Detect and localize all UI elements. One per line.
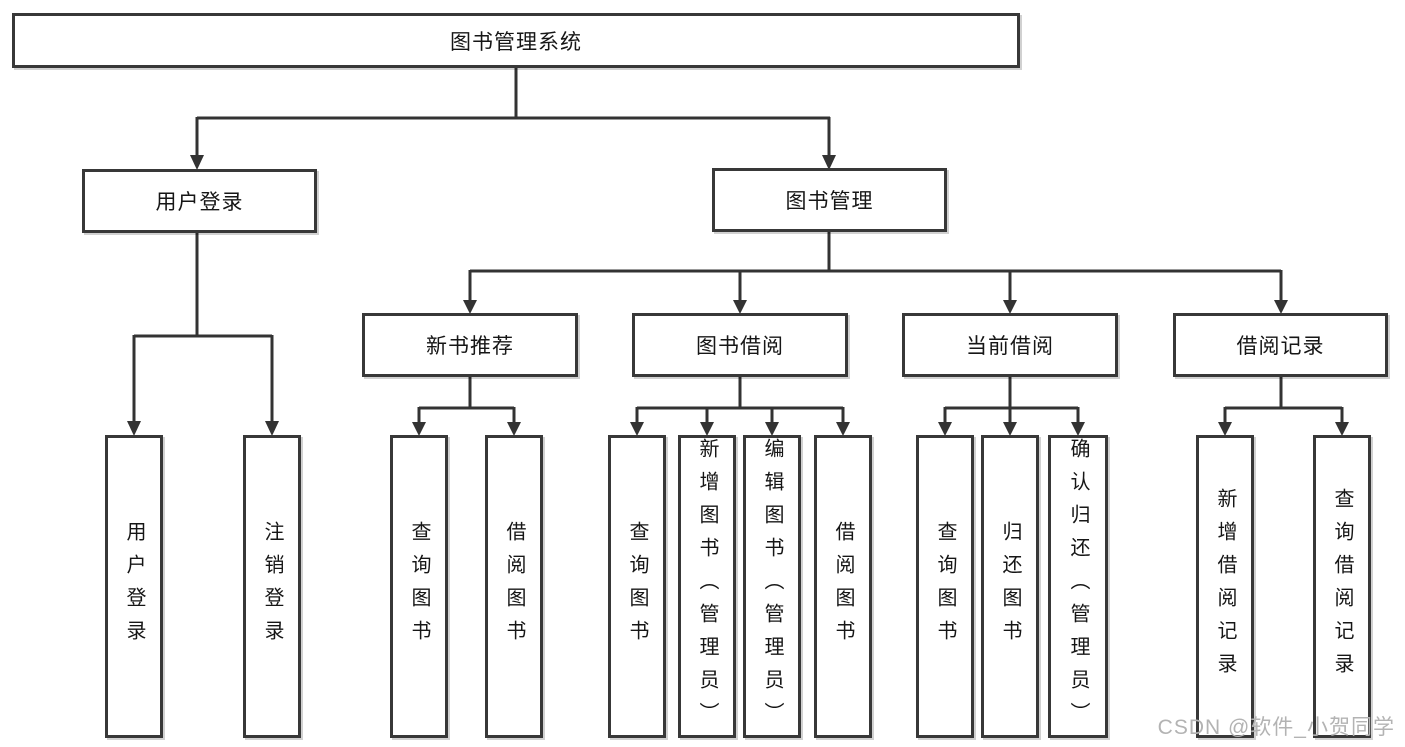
- leaf-label: 归还图书: [999, 520, 1021, 653]
- node-user-login: 用户登录: [82, 169, 317, 233]
- leaf-recommend-query-books: 查询图书: [390, 435, 448, 738]
- leaf-label: 查询借阅记录: [1331, 487, 1353, 686]
- leaf-borrowing-borrow-books: 借阅图书: [814, 435, 872, 738]
- leaf-label: 注销登录: [261, 520, 283, 653]
- leaf-label: 确认归还（管理员）: [1067, 438, 1089, 735]
- leaf-current-confirm-return-admin: 确认归还（管理员）: [1048, 435, 1108, 738]
- leaf-current-query-books: 查询图书: [916, 435, 974, 738]
- leaf-label: 编辑图书（管理员）: [761, 438, 783, 735]
- node-book-borrowing: 图书借阅: [632, 313, 848, 377]
- node-borrowing-records: 借阅记录: [1173, 313, 1388, 377]
- leaf-label: 查询图书: [626, 520, 648, 653]
- leaf-label: 查询图书: [934, 520, 956, 653]
- leaf-label: 新增图书（管理员）: [696, 438, 718, 735]
- leaf-label: 查询图书: [408, 520, 430, 653]
- leaf-user-login: 用户登录: [105, 435, 163, 738]
- leaf-borrowing-edit-books-admin: 编辑图书（管理员）: [743, 435, 801, 738]
- leaf-records-add-record: 新增借阅记录: [1196, 435, 1254, 738]
- node-current-borrowing: 当前借阅: [902, 313, 1118, 377]
- leaf-label: 新增借阅记录: [1214, 487, 1236, 686]
- watermark: CSDN @软件_小贺同学: [1157, 716, 1395, 739]
- node-book-management: 图书管理: [712, 168, 947, 232]
- leaf-logout: 注销登录: [243, 435, 301, 738]
- leaf-borrowing-query-books: 查询图书: [608, 435, 666, 738]
- leaf-label: 借阅图书: [503, 520, 525, 653]
- leaf-records-query-record: 查询借阅记录: [1313, 435, 1371, 738]
- leaf-borrowing-add-books-admin: 新增图书（管理员）: [678, 435, 736, 738]
- leaf-label: 借阅图书: [832, 520, 854, 653]
- node-root: 图书管理系统: [12, 13, 1020, 68]
- node-new-book-recommend: 新书推荐: [362, 313, 578, 377]
- leaf-label: 用户登录: [123, 520, 145, 653]
- leaf-current-return-books: 归还图书: [981, 435, 1039, 738]
- leaf-recommend-borrow-books: 借阅图书: [485, 435, 543, 738]
